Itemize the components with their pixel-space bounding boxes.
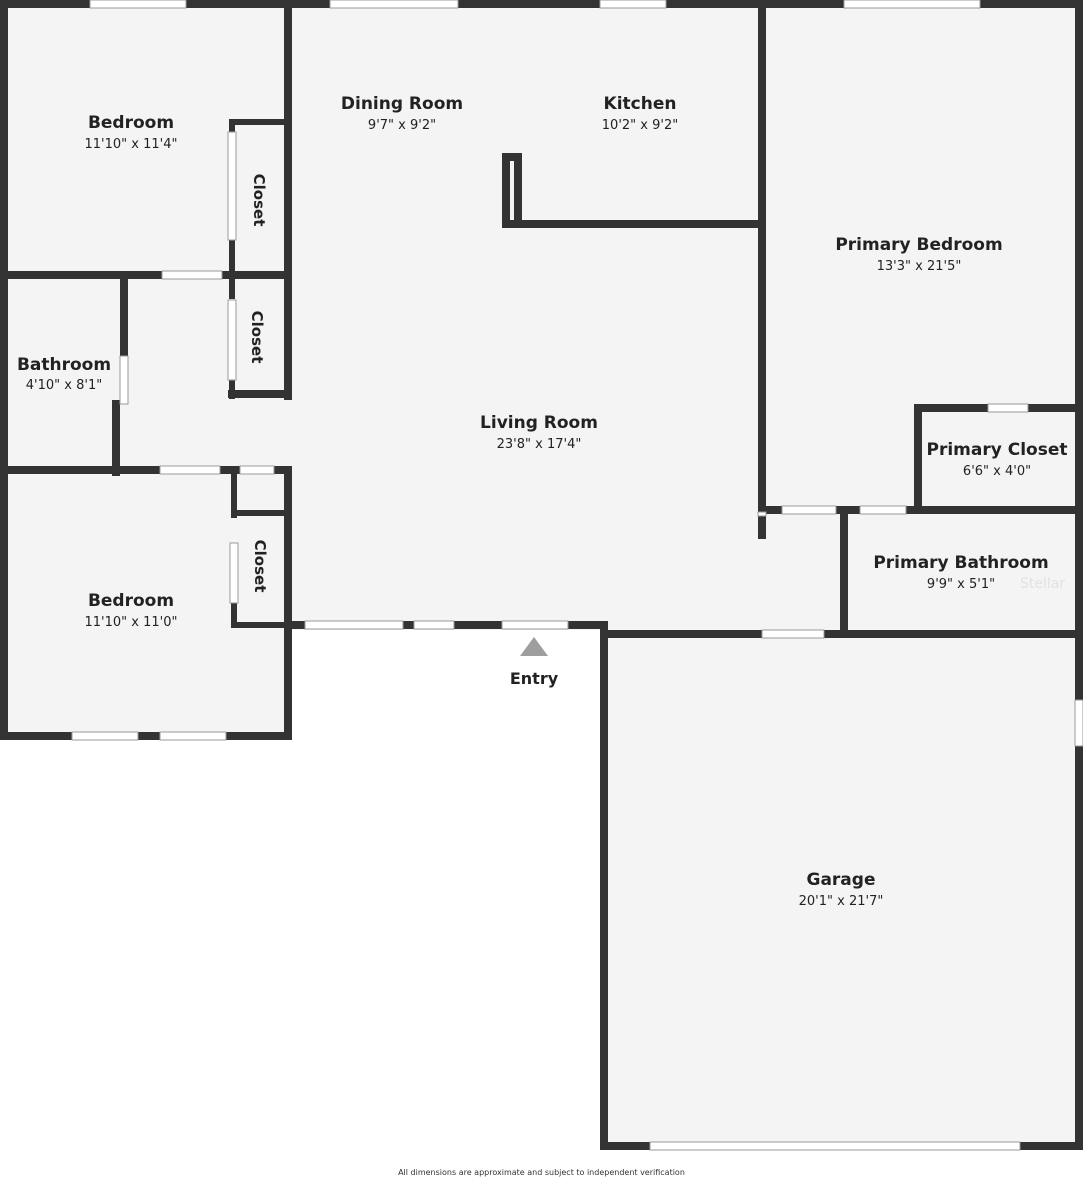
room-name: Primary Closet <box>927 440 1068 460</box>
room-dimensions: 13'3" x 21'5" <box>877 259 962 274</box>
doorway <box>161 270 223 280</box>
window <box>329 0 459 9</box>
openings <box>71 0 1083 1151</box>
window <box>304 620 404 630</box>
room-dimensions: 23'8" x 17'4" <box>497 437 582 452</box>
room-dimensions: 10'2" x 9'2" <box>602 118 678 133</box>
doorway <box>229 542 239 604</box>
closet-labels: Closet Closet Closet <box>248 174 269 593</box>
window <box>599 0 667 9</box>
doorway <box>761 629 825 639</box>
room-name: Living Room <box>480 413 598 433</box>
room-dimensions: 11'10" x 11'0" <box>85 615 178 630</box>
garage-door <box>649 1141 1021 1151</box>
window <box>413 620 455 630</box>
room-name: Dining Room <box>341 94 463 114</box>
closet-label: Closet <box>251 540 269 593</box>
doorway <box>227 131 237 241</box>
room-dimensions: 4'10" x 8'1" <box>26 378 102 393</box>
doorway <box>987 403 1029 413</box>
room-dimensions: 9'7" x 9'2" <box>368 118 436 133</box>
doorway <box>239 465 275 475</box>
window <box>1074 699 1083 747</box>
room-name: Garage <box>807 870 876 890</box>
closet-label: Closet <box>250 174 268 227</box>
entry-label: Entry <box>510 669 559 688</box>
room-name: Primary Bedroom <box>835 235 1002 255</box>
window <box>159 731 227 741</box>
room-name: Primary Bathroom <box>873 553 1048 573</box>
doorway <box>227 299 237 381</box>
room-dimensions: 6'6" x 4'0" <box>963 464 1031 479</box>
room-dimensions: 11'10" x 11'4" <box>85 137 178 152</box>
room-name: Bedroom <box>88 591 174 611</box>
entry-door <box>501 620 569 630</box>
watermark: Stellar <box>1020 576 1065 592</box>
room-dimensions: 20'1" x 21'7" <box>799 894 884 909</box>
room-labels: Bedroom 11'10" x 11'4" Dining Room 9'7" … <box>17 94 1068 909</box>
room-name: Kitchen <box>604 94 677 114</box>
window <box>843 0 981 9</box>
room-name: Bathroom <box>17 355 111 375</box>
room-name: Bedroom <box>88 113 174 133</box>
doorway <box>119 355 129 405</box>
window <box>89 0 187 9</box>
room-dimensions: 9'9" x 5'1" <box>927 577 995 592</box>
doorway <box>781 505 837 515</box>
doorway <box>159 465 221 475</box>
entry-arrow-icon <box>520 637 548 656</box>
doorway <box>757 511 767 517</box>
closet-label: Closet <box>248 311 266 364</box>
window <box>71 731 139 741</box>
footer-note: All dimensions are approximate and subje… <box>398 1168 685 1177</box>
doorway <box>859 505 907 515</box>
floor-areas <box>4 4 1079 1146</box>
